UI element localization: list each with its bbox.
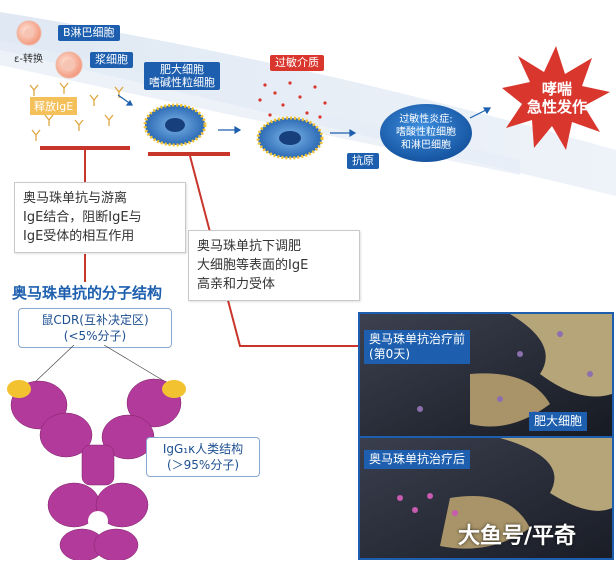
mechanism1-note: 奥马珠单抗与游离 IgE结合，阻断IgE与 IgE受体的相互作用 (14, 182, 186, 253)
mechanism2-connector (189, 156, 358, 347)
microscopy-divider (360, 436, 612, 438)
mechanism1-note-line3: IgE受体的相互作用 (23, 229, 135, 244)
igg-label-line1: IgG₁κ人类结构 (162, 442, 244, 456)
igg-label-line2: (＞95%分子) (166, 458, 240, 472)
ige-antibodies-icon (29, 82, 124, 141)
b-cell-icon (16, 20, 42, 46)
microscopy-panel (358, 312, 614, 560)
asthma-label-line2: 急性发作 (526, 98, 587, 116)
watermark: 大鱼号/平奇 (458, 524, 577, 549)
inflammation-cell-icon (380, 104, 472, 162)
mechanism1-connector-lower (84, 254, 86, 282)
mast-cell-photo-label: 肥大细胞 (529, 412, 588, 431)
cdr-label-line2: (<5%分子) (63, 329, 127, 343)
inflammation-label-line3: 和淋巴细胞 (401, 140, 451, 151)
mast-cell-label-line2: 嗜碱性粒细胞 (149, 76, 215, 89)
antibody-structure-icon (7, 345, 186, 560)
inflammation-label-line2: 嗜酸性粒细胞 (396, 127, 456, 138)
antigen-label: 抗原 (347, 153, 379, 169)
asthma-label: 哮喘 急性发作 (522, 80, 592, 116)
plasma-cell-label: 浆细胞 (90, 52, 133, 68)
pathway-arrows (117, 94, 492, 138)
mast-cell-label: 肥大细胞 嗜碱性粒细胞 (144, 62, 220, 90)
structure-title: 奥马珠单抗的分子结构 (12, 284, 163, 302)
mechanism2-note-line2: 大细胞等表面的IgE (197, 258, 309, 273)
activated-mast-cell-icon (256, 116, 324, 160)
cdr-label: 鼠CDR(互补决定区) (<5%分子) (18, 308, 172, 348)
mechanism2-note-line3: 高亲和力受体 (197, 277, 276, 292)
asthma-burst-icon (502, 46, 610, 150)
igg-label: IgG₁κ人类结构 (＞95%分子) (146, 437, 260, 477)
mechanism2-note-line1: 奥马珠单抗下调肥 (197, 239, 302, 254)
mechanism1-connector (84, 150, 86, 182)
b-cell-label: B淋巴细胞 (58, 25, 120, 41)
asthma-label-line1: 哮喘 (541, 80, 572, 98)
inflammation-label-line1: 过敏性炎症: (399, 114, 453, 125)
mechanism2-bar (148, 152, 230, 156)
mechanism1-bar (40, 146, 130, 150)
plasma-cell-icon (55, 51, 83, 79)
before-treatment-line1: 奥马珠单抗治疗前 (369, 332, 466, 346)
mechanism1-note-line1: 奥马珠单抗与游离 (23, 191, 128, 206)
cdr-label-line1: 鼠CDR(互补决定区) (41, 313, 149, 327)
mast-cell-icon (143, 103, 207, 147)
before-treatment-label: 奥马珠单抗治疗前 (第0天) (364, 330, 471, 364)
after-treatment-label: 奥马珠单抗治疗后 (364, 450, 471, 469)
mechanism1-note-line2: IgE结合，阻断IgE与 (23, 210, 142, 225)
mast-cell-label-line1: 肥大细胞 (160, 63, 204, 76)
mechanism2-note: 奥马珠单抗下调肥 大细胞等表面的IgE 高亲和力受体 (188, 230, 360, 301)
inflammation-label: 过敏性炎症: 嗜酸性粒细胞 和淋巴细胞 (384, 113, 468, 152)
allergen-mediator-label: 过敏介质 (270, 55, 324, 71)
before-treatment-line2: (第0天) (369, 347, 410, 361)
release-ige-label: 释放IgE (30, 97, 78, 115)
switch-label: ε-转换 (14, 54, 44, 65)
